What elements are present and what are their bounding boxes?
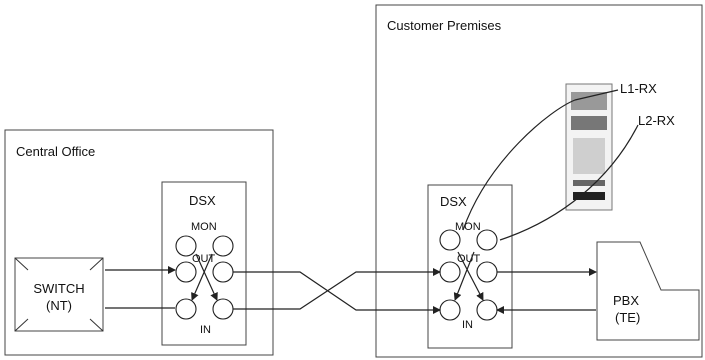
cp-dsx-mon-jack-left bbox=[439, 229, 461, 251]
cp-dsx-mon-jack-right bbox=[476, 229, 498, 251]
co-dsx-out-label: OUT bbox=[192, 253, 216, 265]
span-pair-b bbox=[233, 268, 441, 310]
cp-dsx-mon-label: MON bbox=[455, 221, 481, 233]
switch-box: SWITCH (NT) bbox=[14, 257, 104, 332]
cp-dsx-panel: DSX MON OUT IN bbox=[427, 184, 513, 349]
test-set-l2-label: L2-RX bbox=[638, 113, 675, 128]
co-dsx-in-label: IN bbox=[200, 324, 211, 336]
pbx-sublabel: (TE) bbox=[615, 310, 640, 325]
cp-dsx-patch-cross-1 bbox=[453, 251, 475, 301]
cp-dsx-in-jack-left bbox=[439, 299, 461, 321]
cp-dsx-out-jack-left bbox=[439, 261, 461, 283]
co-dsx-out-jack-left bbox=[175, 261, 197, 283]
test-set-l1-label: L1-RX bbox=[620, 81, 657, 96]
customer-premises-frame: Customer Premises bbox=[375, 4, 703, 358]
pbx-box: PBX (TE) bbox=[596, 241, 700, 341]
pbx-label: PBX bbox=[613, 293, 639, 308]
co-dsx-out-jack-right bbox=[212, 261, 234, 283]
co-dsx-label: DSX bbox=[189, 193, 216, 208]
co-dsx-in-jack-right bbox=[212, 298, 234, 320]
customer-premises-label: Customer Premises bbox=[387, 18, 502, 33]
co-dsx-mon-jack-left bbox=[175, 235, 197, 257]
cp-dsx-out-label: OUT bbox=[457, 253, 481, 265]
co-dsx-patch-cross-2 bbox=[191, 253, 213, 301]
co-dsx-patch-cross-1 bbox=[195, 253, 218, 301]
switch-sublabel: (NT) bbox=[46, 298, 72, 313]
cp-dsx-patch-cross-2 bbox=[457, 251, 484, 301]
l2-test-lead bbox=[499, 124, 639, 241]
cp-dsx-in-label: IN bbox=[462, 319, 473, 331]
co-dsx-in-jack-left bbox=[175, 298, 197, 320]
cp-dsx-in-jack-right bbox=[476, 299, 498, 321]
cp-dsx-out-jack-right bbox=[476, 261, 498, 283]
cp-dsx-label: DSX bbox=[440, 194, 467, 209]
co-dsx-mon-label: MON bbox=[191, 221, 217, 233]
switch-label: SWITCH bbox=[33, 281, 84, 296]
co-dsx-mon-jack-right bbox=[212, 235, 234, 257]
central-office-frame: Central Office bbox=[4, 129, 274, 356]
co-dsx-panel: DSX MON OUT IN bbox=[161, 181, 247, 346]
l1-test-lead bbox=[462, 89, 619, 231]
span-pair-a bbox=[233, 271, 441, 314]
test-set-device: L1-RX L2-RX bbox=[565, 81, 675, 211]
central-office-label: Central Office bbox=[16, 144, 95, 159]
